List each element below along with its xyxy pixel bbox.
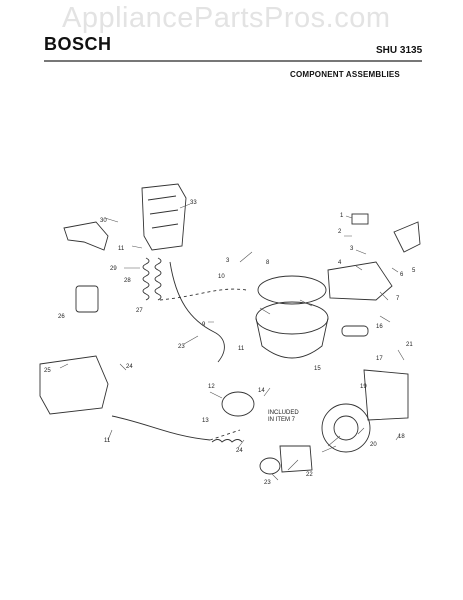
part-hose — [169, 261, 225, 363]
callout-6: 6 — [400, 272, 404, 278]
part-impeller — [259, 457, 281, 475]
callout-24: 24 — [236, 448, 243, 454]
brand-logo: BOSCH — [44, 34, 112, 54]
callout-14: 14 — [258, 388, 265, 394]
callout-20: 20 — [370, 442, 377, 448]
callout-26: 24 — [126, 364, 133, 370]
callout-30: 28 — [124, 278, 131, 284]
part-pump — [221, 391, 255, 417]
callout-11a: 11 — [118, 246, 125, 252]
callout-27: 25 — [44, 368, 51, 374]
callout-9: 9 — [202, 322, 206, 328]
callout-13: 13 — [202, 418, 209, 424]
watermark-text: AppliancePartsPros.com — [62, 2, 391, 34]
part-left-assembly — [39, 355, 109, 415]
part-aquastop — [327, 261, 393, 301]
callout-11c: 11 — [238, 346, 245, 352]
part-motor — [363, 369, 409, 421]
callout-16: 16 — [376, 324, 383, 330]
callout-5: 5 — [412, 268, 416, 274]
callout-11b: 11 — [104, 438, 111, 444]
part-pump-housing — [321, 403, 371, 453]
callout-4: 4 — [338, 260, 342, 266]
part-fill-block — [141, 183, 187, 251]
callout-18: 18 — [398, 434, 405, 440]
callout-25: 23 — [178, 344, 185, 350]
callout-21: 21 — [406, 342, 413, 348]
part-sump-ring — [257, 275, 327, 305]
part-switch — [351, 213, 369, 225]
callout-32: 30 — [100, 218, 107, 224]
callout-10: 10 — [218, 274, 225, 280]
note-line-2: IN ITEM 7 — [268, 417, 296, 423]
part-valve — [75, 285, 99, 313]
callout-28: 26 — [58, 314, 65, 320]
part-cover-left — [63, 221, 109, 251]
header-divider — [44, 60, 422, 62]
callout-12: 12 — [208, 384, 215, 390]
callout-3: 3 — [350, 246, 354, 252]
callout-31: 29 — [110, 266, 117, 272]
callout-23: 23 — [264, 480, 271, 486]
note-line-1: INCLUDED — [268, 410, 299, 416]
part-drain-hose — [111, 415, 211, 441]
callout-19: 19 — [360, 384, 367, 390]
callout-17: 17 — [376, 356, 383, 362]
callout-1: 1 — [340, 213, 344, 219]
section-title: COMPONENT ASSEMBLIES — [290, 70, 400, 79]
callout-3-left: 3 — [226, 258, 230, 264]
callout-7: 7 — [396, 296, 400, 302]
callout-8: 8 — [266, 260, 270, 266]
callout-33: 33 — [190, 200, 197, 206]
callout-22: 22 — [306, 472, 313, 478]
part-hose-24 — [211, 439, 243, 443]
callout-29: 27 — [136, 308, 143, 314]
model-number: SHU 3135 — [376, 45, 423, 56]
part-spring — [142, 257, 150, 301]
callout-2: 2 — [338, 229, 342, 235]
callout-15: 15 — [314, 366, 321, 372]
